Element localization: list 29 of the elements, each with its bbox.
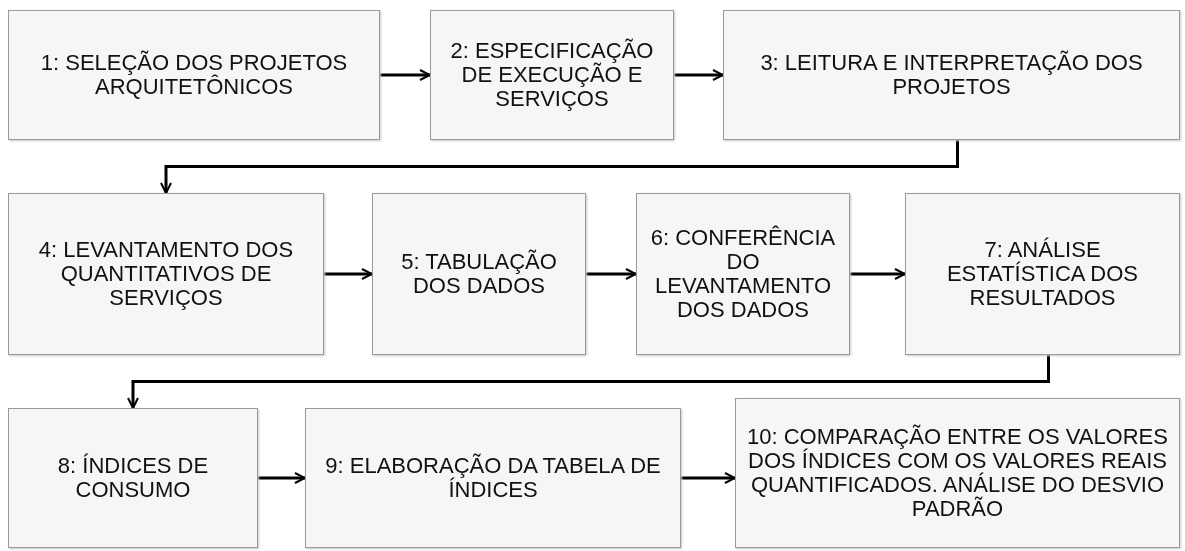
- arrow: [127, 355, 1050, 409]
- step-text: 10: COMPARAÇÃO ENTRE OS VALORES DOS ÍNDICES COM OS VALORES REAIS QUANTIFICADOS. ANÁLISE DO DESVIO PADRÃO: [746, 425, 1169, 521]
- step-text: 4: LEVANTAMENTO DOS QUANTITATIVOS DE SERVIÇOS: [37, 238, 295, 310]
- arrow: [850, 268, 906, 280]
- process-box: [905, 193, 1180, 355]
- process-box: [430, 10, 674, 140]
- arrow: [674, 69, 724, 81]
- process-box: [8, 193, 324, 355]
- process-box: [372, 193, 586, 355]
- arrow: [380, 69, 431, 81]
- process-box: [723, 10, 1180, 140]
- step-text: 8: ÍNDICES DE CONSUMO: [56, 454, 210, 502]
- arrow: [324, 268, 373, 280]
- step-text: 7: ANÁLISE ESTATÍSTICA DOS RESULTADOS: [945, 238, 1140, 310]
- process-box: [8, 10, 380, 140]
- step-text: 3: LEITURA E INTERPRETAÇÃO DOS PROJETOS: [759, 51, 1144, 99]
- process-box: [636, 193, 850, 355]
- process-box: [735, 398, 1180, 548]
- step-text: 2: ESPECIFICAÇÃO DE EXECUÇÃO E SERVIÇOS: [449, 39, 655, 111]
- process-box: [8, 408, 258, 548]
- arrow: [258, 472, 306, 484]
- step-text: 1: SELEÇÃO DOS PROJETOS ARQUITETÔNICOS: [39, 51, 349, 99]
- step-text: 6: CONFERÊNCIA DO LEVANTAMENTO DOS DADOS: [649, 226, 837, 322]
- step-text: 9: ELABORAÇÃO DA TABELA DE ÍNDICES: [324, 454, 662, 502]
- arrow: [681, 472, 736, 484]
- arrow: [160, 140, 959, 194]
- arrow: [586, 268, 637, 280]
- process-box: [305, 408, 681, 548]
- step-text: 5: TABULAÇÃO DOS DADOS: [400, 250, 558, 298]
